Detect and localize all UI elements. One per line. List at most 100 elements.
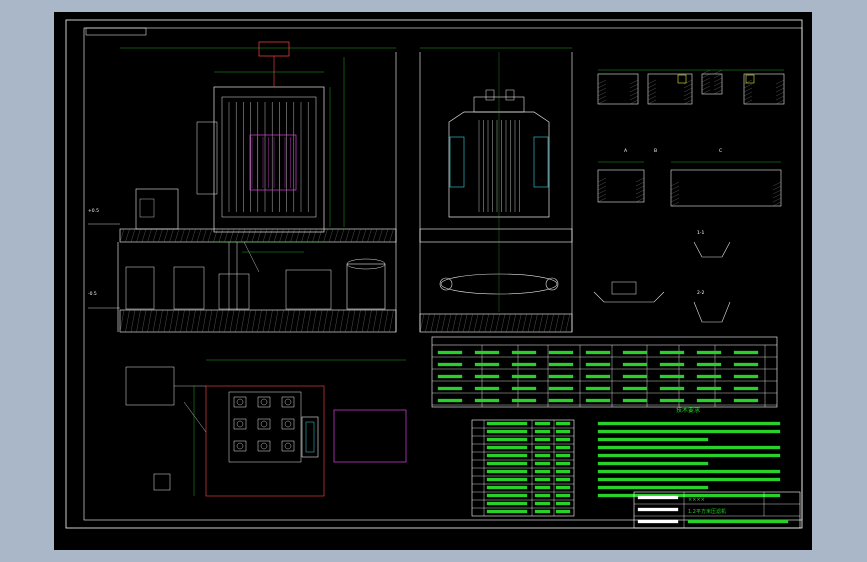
detail-hatch (713, 81, 723, 87)
hatch (174, 309, 180, 333)
detail-hatch (743, 83, 753, 89)
detail-3 (701, 73, 723, 95)
sump-unit-2 (173, 266, 205, 310)
hatch (317, 228, 323, 243)
hatch (213, 309, 218, 333)
hatch (367, 228, 372, 243)
detail-hatch (597, 177, 607, 183)
plan-anchor (233, 418, 247, 430)
detail-hatch (647, 91, 657, 97)
parts-cell-text (534, 429, 551, 434)
table-cell-text (659, 386, 685, 391)
note-line (597, 485, 709, 490)
side-slab-upper (419, 228, 573, 243)
hatch (361, 309, 367, 333)
detail-hatch (713, 77, 723, 83)
detail-hatch (597, 95, 607, 101)
parts-cell-text (534, 501, 551, 506)
hatch (500, 313, 506, 333)
table-cell-text (622, 398, 648, 403)
table-cell-text (733, 362, 759, 367)
hatch (350, 309, 356, 333)
detail-label-b: B (654, 148, 657, 154)
parts-cell-text (486, 445, 528, 450)
table-cell-text (474, 350, 500, 355)
note-line (597, 469, 781, 474)
hatch (240, 309, 246, 333)
detail-hatch (629, 87, 639, 93)
detail-hatch (701, 73, 711, 79)
table-cell-text (622, 350, 648, 355)
table-cell-text (548, 386, 574, 391)
detail-hatch (597, 79, 607, 85)
hatch (527, 313, 533, 333)
table-cell-text (511, 362, 537, 367)
hatch (517, 313, 522, 333)
plan-conveyor (333, 409, 407, 463)
detail-hatch (635, 193, 645, 199)
hatch (306, 228, 312, 243)
hatch (136, 309, 141, 333)
hatch (207, 309, 213, 333)
hatch (229, 309, 235, 333)
note-line (597, 437, 709, 442)
parts-cell-text (486, 477, 528, 482)
detail-hatch (772, 185, 782, 191)
hatch (290, 309, 295, 333)
parts-cell-text (534, 485, 551, 490)
table-cell-text (437, 374, 463, 379)
filter-pack-highlight (249, 134, 297, 191)
table-cell-text (585, 398, 611, 403)
table-cell-text (659, 398, 685, 403)
top-cylinder (258, 41, 290, 57)
hatch (147, 228, 152, 243)
detail-hatch (743, 99, 753, 105)
hatch (446, 313, 452, 333)
hatch (554, 313, 560, 333)
pipe-3 (243, 241, 260, 273)
plan-side-unit (301, 416, 319, 458)
hatch (180, 309, 185, 333)
detail-hatch (670, 185, 680, 191)
parts-cell-text (534, 421, 551, 426)
parts-cell-text (555, 421, 571, 426)
table-cell-text (511, 350, 537, 355)
plan-anchor-bolt (260, 442, 268, 450)
hatch (218, 309, 224, 333)
hatch (339, 309, 345, 333)
plan-anchor (281, 418, 295, 430)
plan-anchor (257, 396, 271, 408)
note-line (597, 421, 781, 426)
hatch (169, 309, 174, 333)
parts-cell-text (555, 469, 571, 474)
hatch (350, 228, 356, 243)
title-drawing-name: 1.2平方米压滤机 (688, 508, 726, 515)
detail-hatch (629, 79, 639, 85)
title-subtext (687, 519, 789, 524)
plan-anchor-bolt (260, 398, 268, 406)
hatch (312, 228, 317, 243)
hatch (125, 228, 130, 243)
hatch (372, 309, 378, 333)
table-cell-text (474, 398, 500, 403)
plan-pipe-2 (183, 401, 207, 433)
parts-cell-text (534, 477, 551, 482)
hatch (191, 309, 196, 333)
hatch (533, 313, 538, 333)
detail-hatch (635, 181, 645, 187)
plan-anchor-bolt (284, 442, 292, 450)
table-cell-text (548, 362, 574, 367)
parts-cell-text (555, 461, 571, 466)
hatch (130, 228, 136, 243)
hatch (202, 228, 207, 243)
detail-marker-yellow (677, 74, 687, 84)
hatch (367, 309, 372, 333)
detail-hatch (597, 193, 607, 199)
hatch (130, 309, 136, 333)
detail-hatch (775, 99, 785, 105)
hatch (196, 228, 202, 243)
parts-cell-text (534, 493, 551, 498)
hatch (522, 313, 527, 333)
